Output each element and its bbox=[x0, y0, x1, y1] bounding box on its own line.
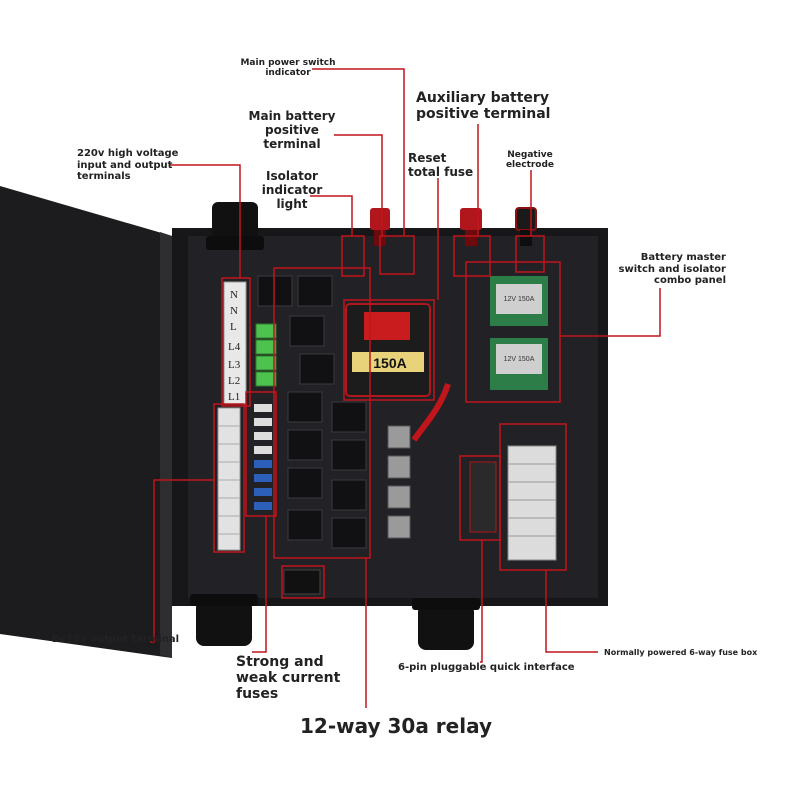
module-2-label: 12V 150A bbox=[504, 356, 535, 363]
fuse-box-switch bbox=[469, 461, 497, 533]
caption-12-way-relay: 12-way 30a relay bbox=[300, 714, 492, 738]
label-main-battery-positive: Main battery positive terminal bbox=[248, 109, 336, 151]
label-220v-terminals: 220v high voltage input and output termi… bbox=[77, 148, 179, 182]
label-dc12v-output-terminal: Dc12v output terminal bbox=[52, 634, 180, 645]
auxiliary-positive-post bbox=[460, 208, 482, 246]
label-isolator-indicator-light: Isolator indicator light bbox=[261, 169, 323, 211]
label-battery-master-switch: Battery master switch and isolator combo… bbox=[618, 252, 726, 286]
six-way-fuse-box bbox=[507, 445, 557, 561]
cable-gland-bottom-left bbox=[190, 594, 258, 646]
six-pin-plug bbox=[283, 569, 321, 595]
breaker-rating: 150A bbox=[373, 355, 406, 371]
label-negative-electrode: Negative electrode bbox=[505, 150, 555, 171]
label-auxiliary-battery-positive: Auxiliary battery positive terminal bbox=[416, 90, 551, 123]
terminal-label-l2: L2 bbox=[228, 375, 240, 387]
cable-gland-bottom-right bbox=[412, 598, 480, 650]
isolator-module-1: 12V 150A bbox=[490, 276, 548, 326]
terminal-label-n2: N bbox=[230, 305, 238, 317]
terminal-label-l4: L4 bbox=[228, 341, 241, 353]
cable-gland-top bbox=[206, 202, 264, 250]
terminal-label-l: L bbox=[230, 321, 237, 333]
label-main-power-switch-indicator: Main power switch indicator bbox=[240, 58, 336, 79]
label-strong-weak-fuses: Strong and weak current fuses bbox=[236, 654, 341, 703]
bus-bar bbox=[387, 425, 411, 539]
dc12v-terminal-strip bbox=[217, 407, 241, 551]
leader-lines bbox=[150, 68, 661, 708]
blade-fuse-row bbox=[254, 404, 272, 510]
terminal-label-n1: N bbox=[230, 289, 238, 301]
label-reset-total-fuse: Reset total fuse bbox=[408, 151, 474, 179]
isolator-module-2: 12V 150A bbox=[490, 338, 548, 390]
terminal-label-l1: L1 bbox=[228, 391, 240, 403]
callout-boxes bbox=[213, 235, 567, 599]
terminal-label-l3: L3 bbox=[228, 359, 241, 371]
enclosure-lid bbox=[0, 186, 172, 658]
label-six-way-fuse-box: Normally powered 6-way fuse box bbox=[604, 648, 758, 657]
circuit-breaker: 150A bbox=[345, 303, 431, 397]
relay-bank bbox=[257, 275, 367, 549]
label-six-pin-interface: 6-pin pluggable quick interface bbox=[398, 662, 575, 673]
green-terminal-block bbox=[255, 323, 277, 387]
module-1-label: 12V 150A bbox=[504, 296, 535, 303]
